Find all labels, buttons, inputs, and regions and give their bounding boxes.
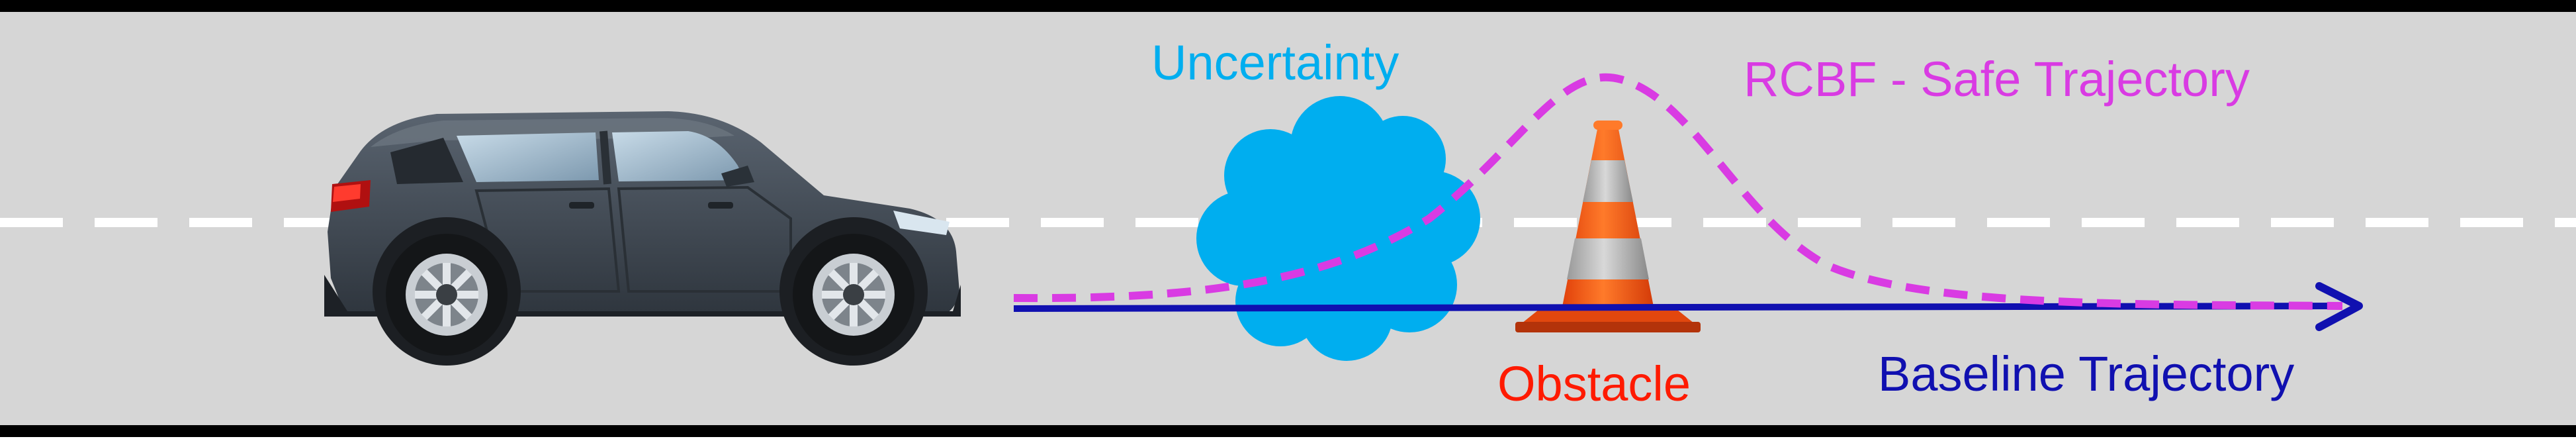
road-edge-top [0,0,2576,12]
traffic-cone-icon [1515,121,1701,332]
obstacle-label: Obstacle [1497,356,1691,411]
rear-wheel [386,234,508,356]
road-edge-bottom [0,425,2576,437]
uncertainty-label: Uncertainty [1151,35,1399,90]
rcbf-trajectory-label: RCBF - Safe Trajectory [1744,52,2250,107]
front-wheel [793,234,914,356]
baseline-trajectory-label: Baseline Trajectory [1878,346,2294,401]
suv-car-icon [324,111,961,366]
cloud-icon [1196,96,1480,361]
rcbf-safe-trajectory [1013,73,2343,310]
trajectory-arrowhead-icon [2315,282,2363,331]
